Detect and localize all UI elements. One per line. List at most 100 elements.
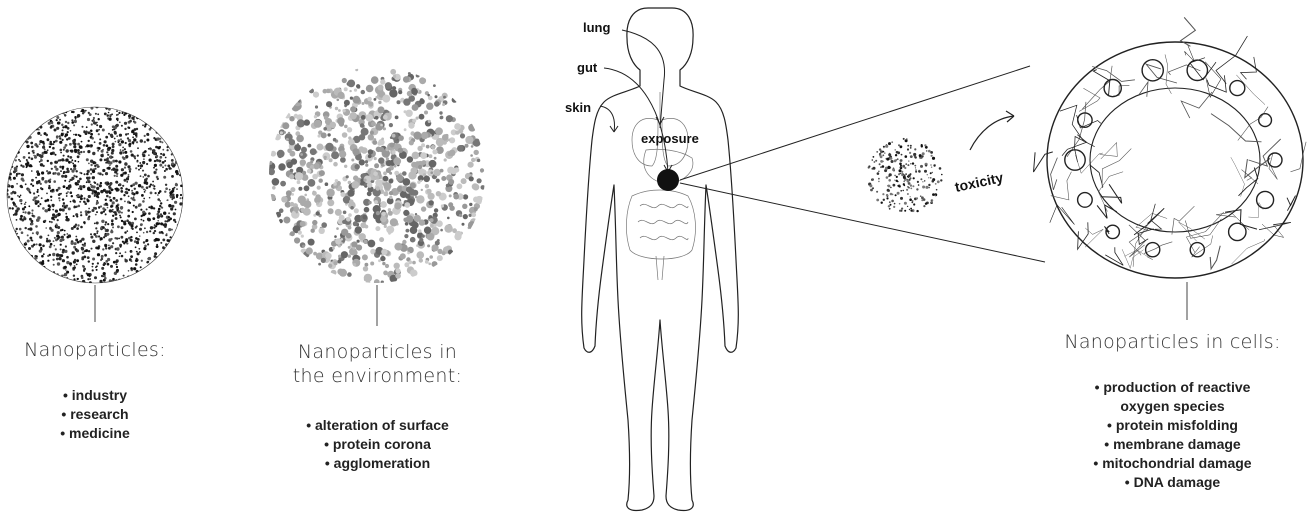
particle-dot bbox=[130, 236, 132, 238]
particle-dot bbox=[13, 170, 16, 173]
particle-dot bbox=[409, 140, 414, 145]
cell-filament bbox=[1291, 142, 1307, 172]
particle-dot bbox=[124, 151, 127, 154]
particle-dot bbox=[316, 211, 320, 215]
particle-dot bbox=[362, 102, 365, 105]
particle-dot bbox=[880, 155, 883, 158]
particle-dot bbox=[477, 159, 480, 162]
particle-dot bbox=[65, 144, 68, 147]
particle-dot bbox=[404, 262, 409, 267]
particle-dot bbox=[20, 215, 23, 218]
particle-dot bbox=[112, 129, 114, 131]
cell-filament bbox=[1105, 247, 1123, 265]
particle-dot bbox=[935, 183, 937, 185]
particle-dot bbox=[54, 172, 57, 175]
particle-dot bbox=[90, 131, 92, 133]
particle-dot bbox=[414, 215, 421, 222]
particle-dot bbox=[124, 148, 126, 150]
cell-filament bbox=[1211, 114, 1262, 142]
particle-dot bbox=[140, 175, 142, 177]
particle-dot bbox=[32, 240, 34, 242]
particle-dot bbox=[279, 219, 283, 223]
particle-dot bbox=[388, 232, 391, 235]
particle-dot bbox=[180, 194, 182, 196]
organelle bbox=[1259, 114, 1272, 127]
particle-dot bbox=[90, 133, 93, 136]
particle-dot bbox=[164, 165, 166, 167]
particle-dot bbox=[67, 233, 69, 235]
particle-dot bbox=[105, 221, 107, 223]
particle-dot bbox=[97, 247, 100, 250]
particle-dot bbox=[49, 227, 51, 229]
particle-dot bbox=[389, 89, 397, 97]
particle-dot bbox=[64, 135, 66, 137]
particle-dot bbox=[66, 261, 69, 264]
particle-dot bbox=[126, 242, 128, 244]
particle-dot bbox=[132, 141, 135, 144]
particle-dot bbox=[86, 126, 88, 128]
particle-dot bbox=[63, 185, 66, 188]
particle-dot bbox=[931, 201, 933, 203]
particle-dot bbox=[480, 168, 484, 172]
particle-dot bbox=[171, 198, 173, 200]
particle-dot bbox=[40, 134, 42, 136]
list-item: • membrane damage bbox=[1045, 435, 1300, 454]
particle-dot bbox=[437, 239, 440, 242]
particle-dot bbox=[103, 272, 106, 275]
particle-dot bbox=[888, 190, 890, 192]
particle-dot bbox=[66, 138, 68, 140]
particle-dot bbox=[97, 113, 99, 115]
particle-dot bbox=[419, 77, 426, 84]
particle-dot bbox=[354, 89, 357, 92]
particle-dot bbox=[116, 182, 118, 184]
particle-dot bbox=[64, 266, 67, 269]
particle-dot bbox=[268, 161, 272, 165]
particle-dot bbox=[139, 228, 142, 231]
particle-dot bbox=[421, 132, 429, 140]
particle-dot bbox=[335, 179, 338, 182]
particle-dot bbox=[114, 175, 116, 177]
particle-dot bbox=[109, 161, 112, 164]
particle-dot bbox=[94, 141, 96, 143]
particle-dot bbox=[28, 247, 31, 250]
particle-dot bbox=[7, 196, 10, 199]
particle-dot bbox=[156, 222, 159, 225]
particle-dot bbox=[147, 258, 149, 260]
particle-dot bbox=[389, 191, 393, 195]
particle-dot bbox=[60, 149, 63, 152]
particle-dot bbox=[335, 238, 341, 244]
particle-dot bbox=[139, 235, 141, 237]
particle-dot bbox=[175, 209, 177, 211]
organelle bbox=[1187, 60, 1207, 80]
particle-dot bbox=[101, 220, 104, 223]
particle-dot bbox=[885, 145, 888, 148]
particle-dot bbox=[380, 256, 385, 261]
cell-filament bbox=[1079, 88, 1100, 111]
particle-dot bbox=[43, 253, 45, 255]
particle-dot bbox=[473, 184, 480, 191]
particle-dot bbox=[416, 117, 419, 120]
particle-dot bbox=[25, 183, 27, 185]
particle-dot bbox=[175, 221, 177, 223]
particle-dot bbox=[883, 199, 885, 201]
particle-dot bbox=[898, 173, 900, 175]
particle-dot bbox=[326, 89, 331, 94]
particle-dot bbox=[317, 186, 321, 190]
particle-dot bbox=[32, 232, 34, 234]
particle-dot bbox=[325, 253, 332, 260]
particle-dot bbox=[425, 184, 429, 188]
particle-dot bbox=[73, 275, 75, 277]
particle-dot bbox=[23, 211, 25, 213]
particle-dot bbox=[115, 263, 117, 265]
particle-dot bbox=[88, 163, 90, 165]
particle-dot bbox=[63, 173, 65, 175]
organelle bbox=[1104, 80, 1121, 97]
particle-dot bbox=[419, 99, 425, 105]
particle-dot bbox=[48, 204, 51, 207]
particle-dot bbox=[153, 226, 155, 228]
particle-dot bbox=[152, 184, 154, 186]
particle-dot bbox=[71, 179, 73, 181]
exposure-point bbox=[657, 169, 679, 191]
particle-dot bbox=[112, 143, 115, 146]
particle-dot bbox=[319, 170, 325, 176]
